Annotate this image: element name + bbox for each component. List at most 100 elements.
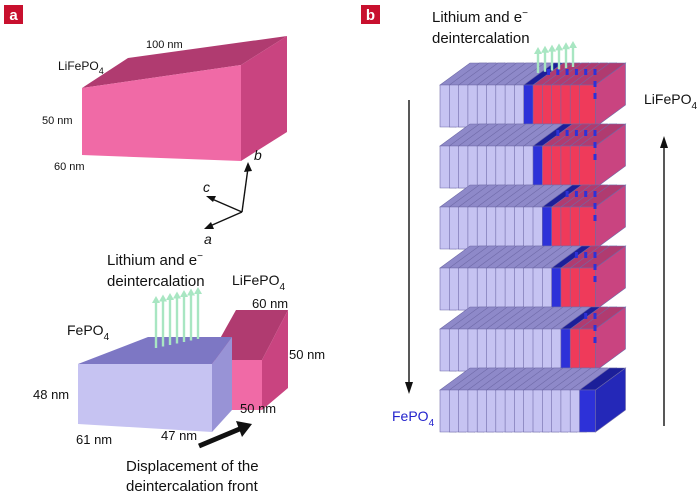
axis-c-arrowhead	[206, 196, 216, 202]
axis-c-line	[211, 198, 243, 213]
top-crystal-side-face	[241, 36, 287, 161]
green-arrow	[166, 293, 174, 345]
ion-mark	[584, 69, 588, 75]
deintercalation-arrows-a	[152, 287, 202, 348]
displacement-arrow	[198, 421, 252, 449]
green-arrow	[562, 42, 570, 69]
top-crystal-length: 100 nm	[146, 39, 183, 51]
bottom-lfp-depth: 60 nm	[252, 296, 288, 311]
panel-b-badge-bg	[361, 5, 380, 24]
panel-b-left-label: FePO4	[392, 408, 435, 429]
green-arrow	[569, 41, 577, 67]
up-arrow-lifepo4	[660, 136, 668, 426]
ion-mark	[593, 337, 597, 343]
ion-mark	[584, 252, 588, 258]
bottom-fp-width: 61 nm	[76, 432, 112, 447]
stack-row-4	[439, 245, 627, 311]
lifepo4-slice-front	[579, 328, 596, 372]
axes-triad	[204, 162, 252, 229]
crystal-stacks	[439, 62, 627, 433]
stack-row-3	[439, 184, 627, 250]
top-crystal-top-face	[82, 36, 287, 88]
ion-mark	[556, 69, 560, 75]
axis-b-arrowhead	[244, 162, 252, 172]
ion-mark	[584, 191, 588, 197]
ion-mark	[593, 215, 597, 221]
bottom-lfp-height: 50 nm	[289, 347, 325, 362]
top-crystal-front-face	[82, 65, 241, 161]
bottom-caption-line2: deintercalation	[107, 273, 205, 290]
lifepo4-slice-front	[579, 145, 596, 189]
stack-row-6	[439, 367, 627, 433]
ion-mark	[593, 81, 597, 87]
ion-mark	[574, 252, 578, 258]
stack-row-2	[439, 123, 627, 189]
lifepo4-slice-front	[579, 206, 596, 250]
panel-a-badge-bg	[4, 5, 23, 24]
green-arrow	[548, 44, 556, 71]
ion-mark	[593, 142, 597, 148]
panel-b-caption-line1: Lithium and e−	[432, 8, 528, 26]
front-caption-line1: Displacement of the	[126, 458, 259, 475]
ion-mark	[593, 276, 597, 282]
green-arrow	[534, 47, 542, 73]
panel-b-caption-line2: deintercalation	[432, 30, 530, 47]
ion-mark	[584, 313, 588, 319]
axis-a-line	[209, 211, 243, 227]
green-arrow	[152, 296, 160, 348]
ion-mark	[565, 191, 569, 197]
deintercalation-arrows-b	[534, 41, 577, 73]
bottom-crystal	[78, 310, 288, 432]
ion-mark	[593, 203, 597, 209]
green-arrow	[541, 45, 549, 72]
lfp-side-face	[262, 310, 288, 410]
panel-b-right-label: LiFePO4	[644, 91, 697, 112]
green-arrow	[194, 287, 202, 339]
bottom-lfp-length: 50 nm	[240, 401, 276, 416]
ion-mark	[593, 191, 597, 197]
ion-mark	[547, 69, 550, 75]
lifepo4-slice-front	[579, 267, 596, 311]
ion-mark	[593, 154, 597, 160]
axis-b-label: b	[254, 147, 262, 163]
fp-side-face	[212, 337, 232, 432]
ion-mark	[593, 325, 597, 331]
ion-mark	[556, 130, 560, 136]
bottom-lfp-label: LiFePO4	[232, 272, 285, 293]
lifepo4-slice-front	[579, 84, 596, 128]
bottom-fp-length: 47 nm	[161, 428, 197, 443]
ion-mark	[574, 191, 578, 197]
ion-mark	[593, 69, 597, 75]
axis-c-label: c	[203, 179, 210, 195]
ion-mark	[593, 264, 597, 270]
down-arrow-fepo4	[405, 100, 413, 394]
ion-mark	[593, 313, 597, 319]
ion-mark	[565, 69, 569, 75]
bottom-caption-line1: Lithium and e−	[107, 251, 203, 269]
ion-mark	[593, 130, 597, 136]
ion-mark	[593, 252, 597, 258]
stack-row-5	[439, 306, 627, 372]
green-arrow	[187, 288, 195, 341]
fp-front-face	[78, 364, 212, 432]
green-arrow	[159, 294, 167, 347]
top-crystal-label: LiFePO4	[58, 59, 104, 76]
stack-row-1	[439, 62, 627, 128]
ion-mark	[584, 130, 588, 136]
interface-slice-front	[579, 389, 596, 433]
ion-mark	[565, 130, 569, 136]
green-arrow	[173, 291, 181, 344]
green-arrow	[180, 290, 188, 342]
bottom-fp-height: 48 nm	[33, 387, 69, 402]
ion-mark	[593, 93, 597, 99]
front-caption-line2: deintercalation front	[126, 478, 259, 495]
bottom-fp-label: FePO4	[67, 322, 110, 343]
top-crystal	[82, 36, 287, 161]
axis-b-line	[241, 167, 249, 213]
top-crystal-width: 60 nm	[54, 161, 85, 173]
panel-b-badge: b	[366, 7, 375, 24]
axis-a-arrowhead	[204, 222, 214, 229]
fp-top-face	[78, 337, 232, 364]
top-crystal-height: 50 nm	[42, 115, 73, 127]
ion-mark	[574, 69, 578, 75]
